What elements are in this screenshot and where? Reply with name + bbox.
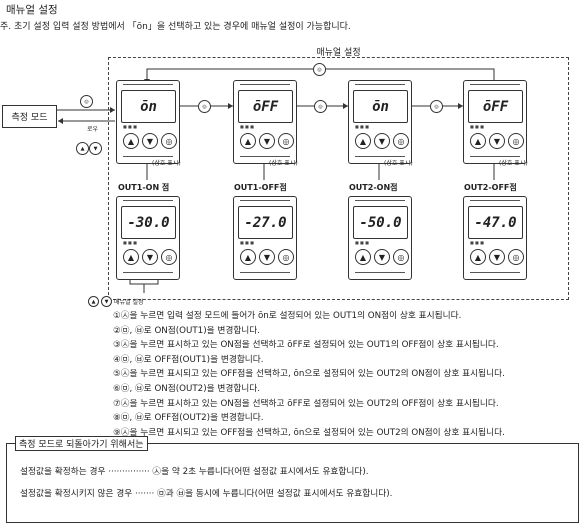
sensor-display-top-2: ōFF ■ ■ ■ ▲▼◎: [233, 80, 297, 164]
step-item: ⑧㉤, ㉥로 OFF점(OUT2)을 변경합니다.: [113, 413, 264, 424]
step-item: ⑥㉤, ㉥로 ON점(OUT2)을 변경합니다.: [113, 383, 261, 394]
sensor-display-bottom-3: -50.0 ■ ■ ■ ▲▼◎: [348, 196, 412, 280]
step-item: ③㉦을 누르면 표시하고 있는 ON점을 선택하고 ōFF로 설정되어 있는 O…: [113, 340, 499, 351]
set-button-icon: ◎: [508, 133, 524, 149]
display-value: -27.0: [238, 206, 293, 239]
mutual-label: (상호 표시): [499, 160, 528, 167]
page-title: 매뉴얼 설정: [6, 4, 58, 16]
down-button-marker: ▼: [89, 142, 102, 155]
set-button-marker: ◎: [80, 95, 93, 108]
measure-mode-box: 측정 모드: [2, 105, 57, 128]
sensor-display-bottom-2: -27.0 ■ ■ ■ ▲▼◎: [233, 196, 297, 280]
display-value: -47.0: [468, 206, 523, 239]
out-label: OUT1-OFF점: [234, 183, 287, 192]
step-item: ④㉤, ㉥로 OFF점(OUT1)을 변경합니다.: [113, 354, 264, 365]
down-button-icon: ▼: [374, 249, 390, 265]
return-box: [6, 443, 579, 523]
set-button-icon: ◎: [161, 249, 177, 265]
up-button-icon: ▲: [240, 249, 256, 265]
sensor-display-top-3: ōn ■ ■ ■ ▲▼◎: [348, 80, 412, 164]
mutual-label: (상호 표시): [152, 160, 181, 167]
out-label: OUT2-ON점: [349, 183, 398, 192]
return-label: 로우: [87, 126, 99, 133]
out-label: OUT2-OFF점: [464, 183, 517, 192]
down-button-icon: ▼: [374, 133, 390, 149]
set-button-icon: ◎: [508, 249, 524, 265]
out-label: OUT1-ON 점: [118, 183, 170, 192]
mutual-label: (상호 표시): [269, 160, 298, 167]
down-button-icon: ▼: [259, 133, 275, 149]
down-button-icon: ▼: [142, 133, 158, 149]
down-button-icon: ▼: [142, 249, 158, 265]
box-title: 매뉴얼 설정: [316, 48, 361, 58]
mutual-label: (상호 표시): [384, 160, 413, 167]
up-button-icon: ▲: [355, 133, 371, 149]
set-button-icon: ◎: [161, 133, 177, 149]
sensor-display-top-4: ōFF ■ ■ ■ ▲▼◎: [463, 80, 527, 164]
up-button-icon: ▲: [470, 249, 486, 265]
return-box-lines: 설정값을 확정하는 경우 ··············· ㉦을 약 2초 누릅니…: [20, 461, 392, 505]
up-button-icon: ▲: [240, 133, 256, 149]
return-box-title: 측정 모드로 되돌아가기 위해서는: [15, 436, 148, 451]
set-button-icon: ◎: [278, 133, 294, 149]
down-button-icon: ▼: [489, 133, 505, 149]
up-button-icon: ▲: [470, 133, 486, 149]
display-value: ōn: [353, 90, 408, 123]
set-button-marker: ◎: [314, 100, 327, 113]
display-value: ōFF: [468, 90, 523, 123]
display-value: ōn: [121, 90, 176, 123]
display-value: ōFF: [238, 90, 293, 123]
step-item: ②㉤, ㉥로 ON점(OUT1)을 변경합니다.: [113, 325, 261, 336]
down-button-icon: ▼: [489, 249, 505, 265]
manual-setting-box: 매뉴얼 설정: [108, 48, 569, 300]
up-button-icon: ▲: [355, 249, 371, 265]
sensor-display-top-1: ōn ■ ■ ■ ▲▼◎: [116, 80, 180, 164]
step-item: ⑦㉦을 누르면 표시하고 있는 ON점을 선택하고 ōFF로 설정되어 있는 O…: [113, 398, 499, 409]
up-button-icon: ▲: [123, 133, 139, 149]
set-button-marker: ◎: [313, 63, 326, 76]
step-item: ⑤㉦을 누르면 표시되고 있는 OFF점을 선택하고, ōn으로 설정되어 있는…: [113, 369, 505, 380]
step-item: ⑨㉦을 누르면 표시되고 있는 OFF점을 선택하고, ōn으로 설정되어 있는…: [113, 427, 505, 438]
down-button-icon: ▼: [101, 296, 112, 307]
sensor-display-bottom-4: -47.0 ■ ■ ■ ▲▼◎: [463, 196, 527, 280]
set-button-icon: ◎: [393, 133, 409, 149]
display-value: -30.0: [121, 206, 176, 239]
step-item: ①㉦을 누르면 입력 설정 모드에 들어가 ōn로 설정되어 있는 OUT1의 …: [113, 311, 462, 321]
return-line-confirm: 설정값을 확정하는 경우 ··············· ㉦을 약 2초 누릅니…: [20, 467, 369, 477]
manual-legend: ▲ ▼ 매뉴얼 설정: [88, 296, 144, 307]
set-button-marker: ◎: [430, 100, 443, 113]
up-button-icon: ▲: [123, 249, 139, 265]
up-button-marker: ▲: [76, 142, 89, 155]
up-button-icon: ▲: [88, 296, 99, 307]
set-button-marker: ◎: [198, 100, 211, 113]
note-text: 주. 초기 설정 입력 설정 방법에서 「ōn」을 선택하고 있는 경우에 매뉴…: [0, 22, 351, 32]
set-button-icon: ◎: [278, 249, 294, 265]
steps-list: ①㉦을 누르면 입력 설정 모드에 들어가 ōn로 설정되어 있는 OUT1의 …: [113, 309, 505, 440]
sensor-display-bottom-1: -30.0 ■ ■ ■ ▲▼◎: [116, 196, 180, 280]
return-line-cancel: 설정값을 확정시키지 않은 경우 ······· ㉤과 ㉥을 동시에 누릅니다(…: [20, 489, 393, 499]
down-button-icon: ▼: [259, 249, 275, 265]
set-button-icon: ◎: [393, 249, 409, 265]
manual-legend-label: 매뉴얼 설정: [114, 299, 144, 306]
display-value: -50.0: [353, 206, 408, 239]
